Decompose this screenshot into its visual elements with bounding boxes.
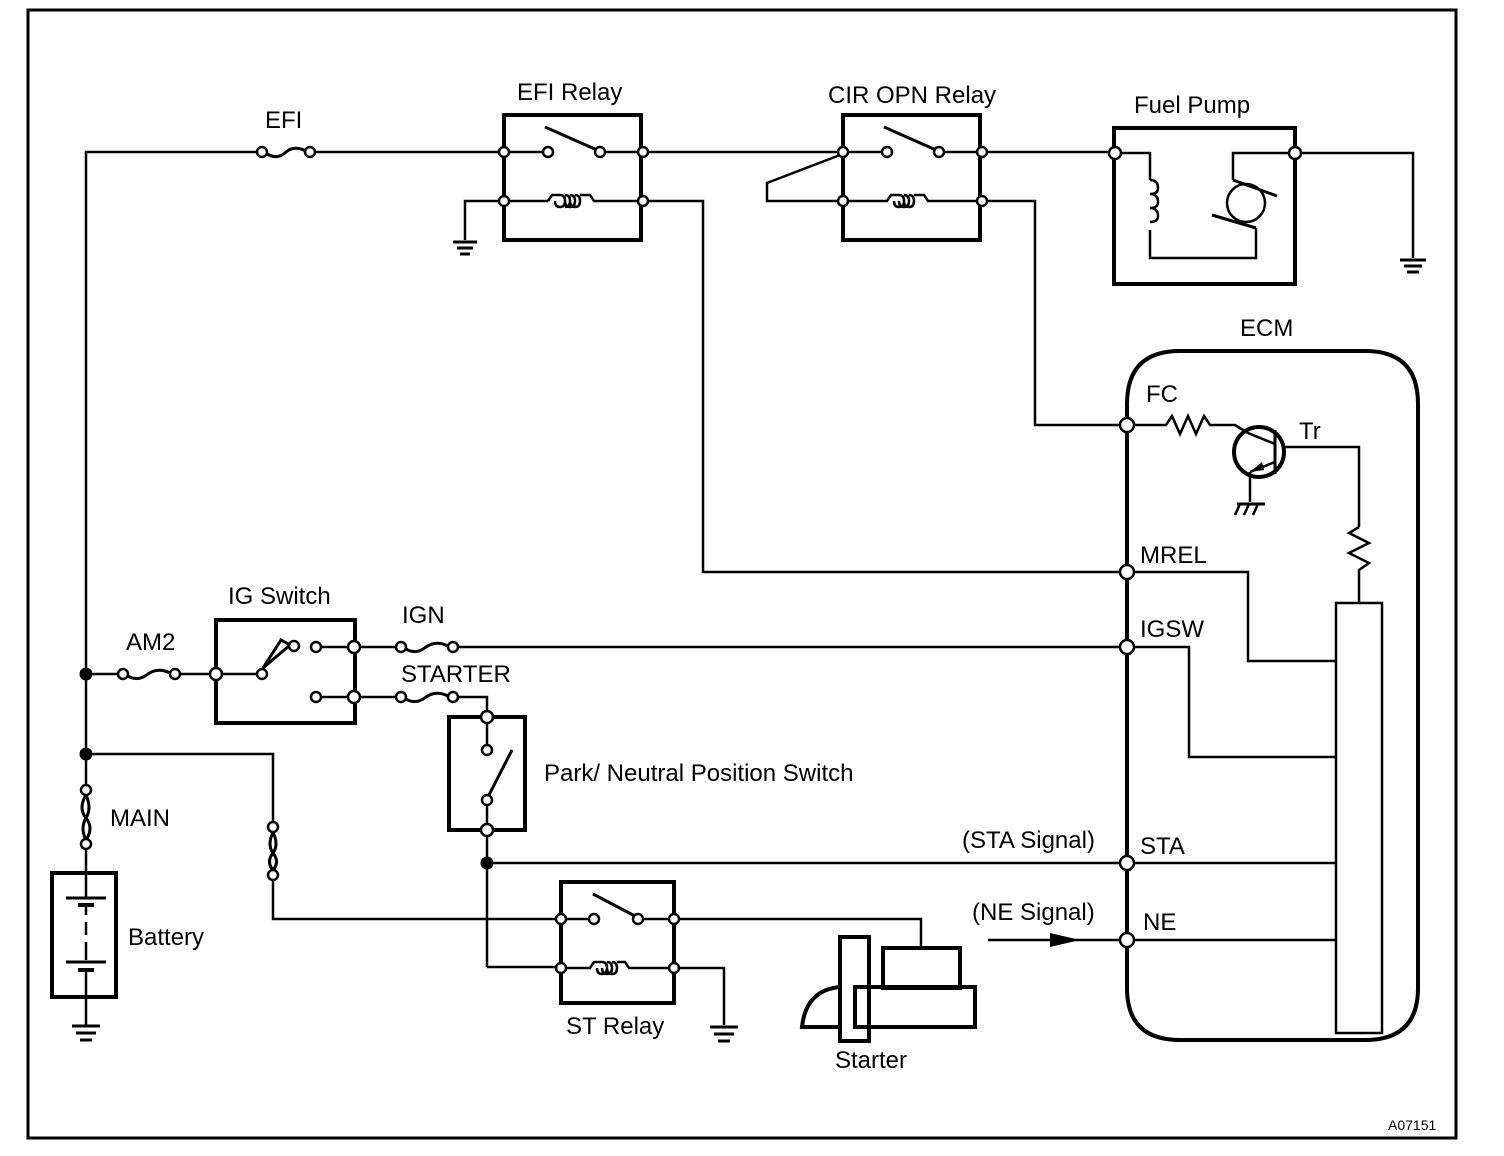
ecm-terminal-sta[interactable] xyxy=(1118,854,1136,872)
battery[interactable]: Battery xyxy=(50,871,204,1025)
ground-icon xyxy=(453,240,477,256)
transistor-label: Tr xyxy=(1299,418,1321,445)
efi-fuse-label: EFI xyxy=(265,107,302,134)
ground-icon xyxy=(710,1025,738,1043)
ig-switch[interactable]: IG Switch xyxy=(208,583,362,725)
terminal-label-fc: FC xyxy=(1146,381,1178,408)
fuel-pump-label: Fuel Pump xyxy=(1134,92,1250,119)
ne-signal-label: (NE Signal) xyxy=(972,899,1095,926)
starter-fuse[interactable]: STARTER xyxy=(360,661,511,704)
efi-circuit: EFI xyxy=(84,107,500,672)
cir-opn-relay-label: CIR OPN Relay xyxy=(828,82,996,109)
arrow-right-icon xyxy=(1050,933,1080,947)
ecm-terminal-mrel[interactable] xyxy=(1118,563,1136,581)
main-fuse-label: MAIN xyxy=(110,805,170,832)
ecm[interactable]: ECM FC MREL IGSW STA NE Tr xyxy=(1118,315,1420,1042)
efi-fuse[interactable] xyxy=(255,145,317,159)
terminal-label-igsw: IGSW xyxy=(1140,616,1204,643)
fuel-pump[interactable]: Fuel Pump xyxy=(1107,92,1303,286)
ne-signal-input: (NE Signal) xyxy=(972,899,1120,947)
ign-fuse[interactable]: IGN xyxy=(360,602,460,654)
st-relay[interactable]: ST Relay xyxy=(554,880,681,1040)
ign-fuse-label: IGN xyxy=(402,602,445,629)
ecm-logic-block xyxy=(1334,601,1384,1035)
ig-switch-label: IG Switch xyxy=(228,583,331,610)
starter-motor[interactable]: Starter xyxy=(799,935,977,1074)
transistor-icon xyxy=(1232,425,1286,516)
motor-coil-icon xyxy=(1149,178,1160,224)
am2-fuse[interactable]: AM2 xyxy=(86,629,182,681)
efi-relay[interactable]: EFI Relay xyxy=(497,79,650,242)
ground-icon xyxy=(1400,258,1426,274)
am2-fuse-label: AM2 xyxy=(126,629,175,656)
relay-coil-icon xyxy=(566,960,669,976)
battery-label: Battery xyxy=(128,924,204,951)
figure-id: A07151 xyxy=(1388,1117,1436,1133)
starter-label: Starter xyxy=(835,1047,907,1074)
st-relay-label: ST Relay xyxy=(566,1013,664,1040)
ground-icon xyxy=(72,1024,100,1042)
park-neutral-switch-label: Park/ Neutral Position Switch xyxy=(544,760,853,787)
resistor-icon xyxy=(1134,412,1249,438)
ecm-terminal-ne[interactable] xyxy=(1118,931,1136,949)
terminal-label-sta: STA xyxy=(1140,833,1185,860)
terminal-label-ne: NE xyxy=(1143,909,1176,936)
relay-coil-icon xyxy=(546,193,638,209)
ecm-terminal-igsw[interactable] xyxy=(1118,638,1136,656)
park-neutral-switch[interactable] xyxy=(447,709,527,838)
cir-opn-relay[interactable]: CIR OPN Relay xyxy=(765,82,996,242)
sta-signal-label: (STA Signal) xyxy=(962,827,1095,854)
starter-fuse-label: STARTER xyxy=(401,661,511,688)
terminal-label-mrel: MREL xyxy=(1140,542,1207,569)
diagram-frame xyxy=(26,8,1458,1140)
efi-relay-label: EFI Relay xyxy=(517,79,622,106)
ecm-label: ECM xyxy=(1240,315,1293,342)
ecm-terminal-fc[interactable] xyxy=(1118,416,1136,434)
st-fusible-link[interactable] xyxy=(266,820,280,882)
resistor-icon xyxy=(1346,525,1372,603)
main-fuse[interactable]: MAIN xyxy=(79,783,170,851)
relay-coil-icon xyxy=(848,193,977,209)
